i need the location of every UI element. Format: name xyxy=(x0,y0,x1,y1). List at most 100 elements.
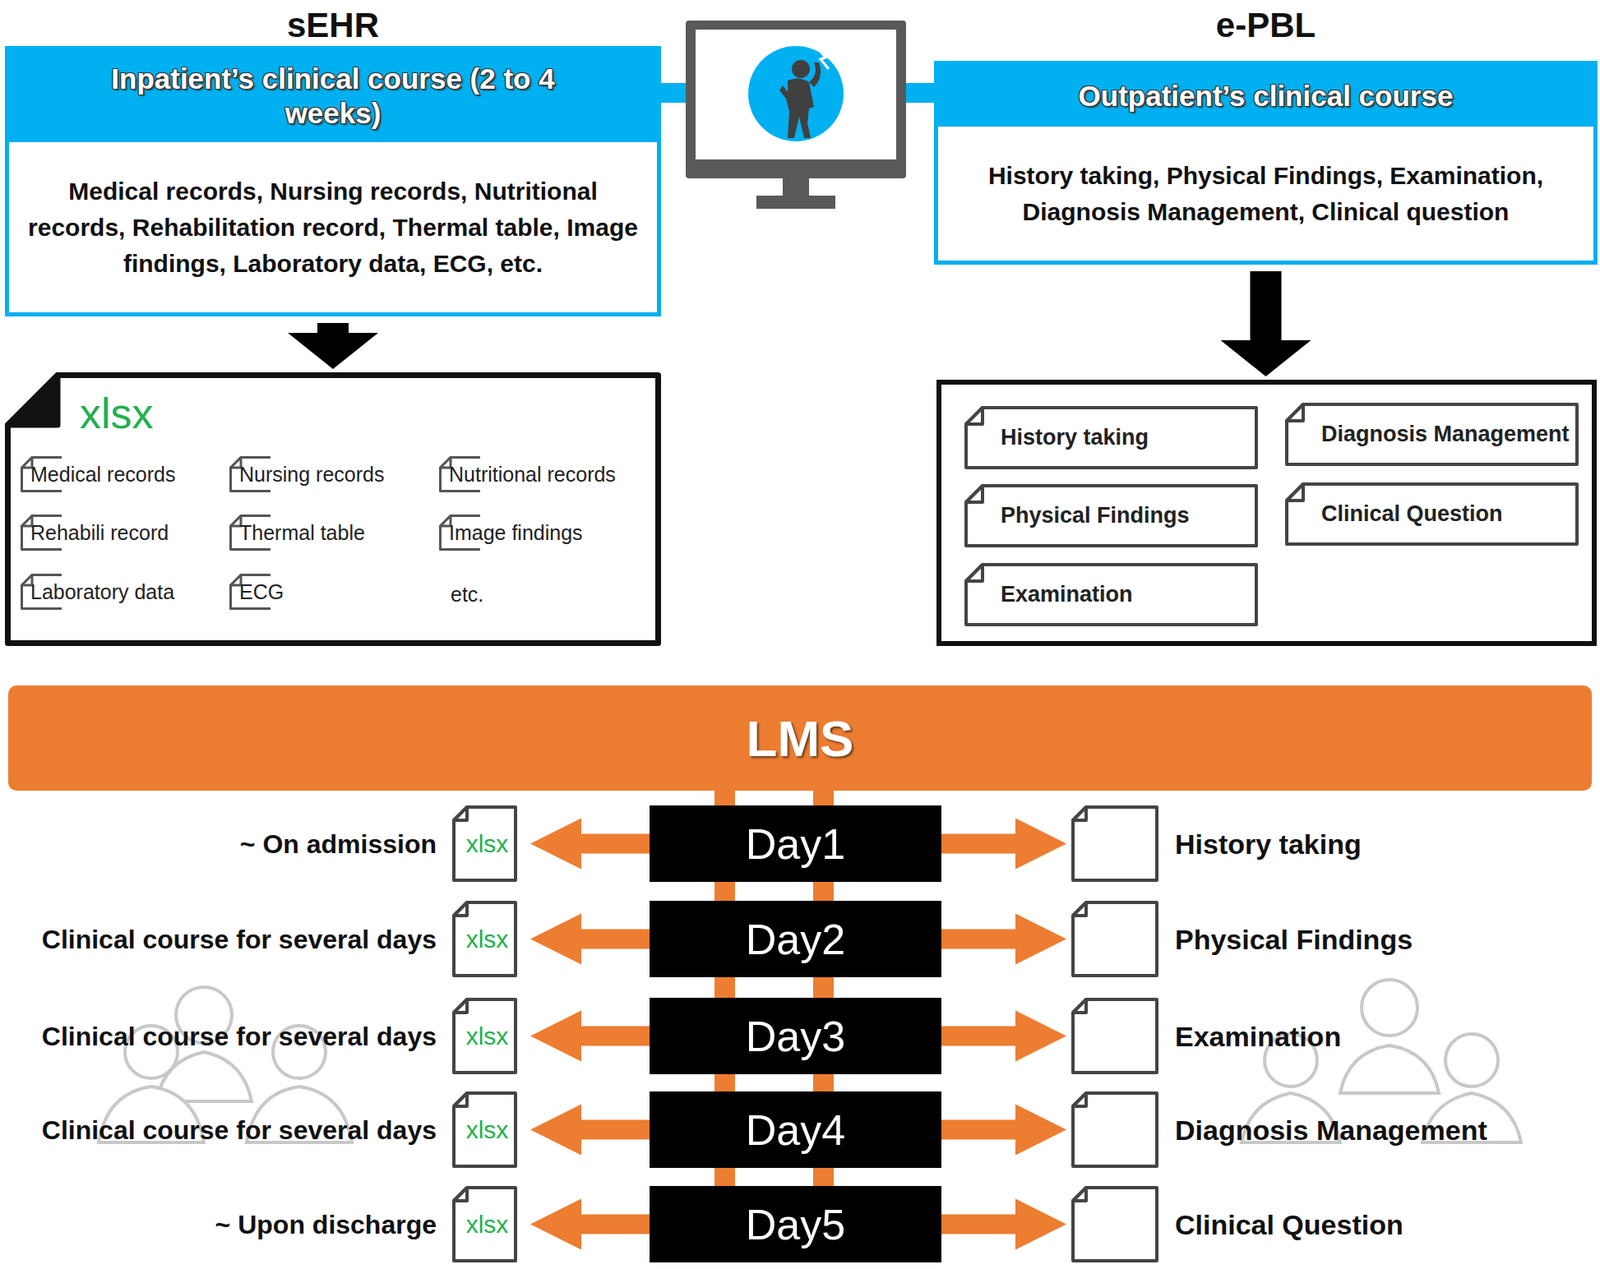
xlsx-icon: xlsxClinical course for several days xyxy=(452,901,518,978)
day-label: Day1 xyxy=(745,819,846,870)
file-type-label: xlsx xyxy=(461,1115,509,1146)
document-label: History taking xyxy=(1000,406,1252,470)
course-label: Clinical course for several days xyxy=(41,1114,437,1147)
arrow xyxy=(287,323,379,370)
record-item: Laboratory data xyxy=(20,573,181,611)
file-type-label: xlsx xyxy=(461,924,509,955)
record-label: Nursing records xyxy=(229,456,390,493)
header-band: Outpatient’s clinical course xyxy=(938,64,1594,127)
document-label: Clinical Question xyxy=(1321,482,1573,546)
lms-link xyxy=(714,1072,834,1094)
lms-link xyxy=(714,789,834,808)
xlsx-icon: xlsx~ Upon discharge xyxy=(452,1186,518,1263)
course-label: Clinical course for several days xyxy=(41,923,437,957)
day-label: Day3 xyxy=(745,1012,846,1062)
arrow xyxy=(530,1011,650,1063)
day-label: Day5 xyxy=(745,1200,846,1250)
record-label: Image findings xyxy=(439,514,588,551)
panel-heading: sEHR xyxy=(9,5,657,46)
step-label: Examination xyxy=(1174,1019,1342,1055)
lms-label: LMS xyxy=(746,709,855,768)
step-label: Physical Findings xyxy=(1174,922,1413,958)
xlsx-icon: xlsx~ On admission xyxy=(452,805,518,883)
document-icon: Diagnosis Management xyxy=(1071,1091,1159,1169)
document-box: Diagnosis Management xyxy=(1285,402,1579,467)
body-text: Medical records, Nursing records, Nutrit… xyxy=(22,173,644,283)
info-panel: e-PBLOutpatient’s clinical courseHistory… xyxy=(934,60,1598,265)
day-box: Day2 xyxy=(649,901,942,978)
record-label: Nutritional records xyxy=(439,456,621,493)
course-label: ~ Upon discharge xyxy=(215,1208,437,1242)
day-box: Day4 xyxy=(649,1091,942,1169)
document-outline xyxy=(1071,805,1159,883)
document-outline xyxy=(1071,998,1159,1075)
arrow xyxy=(941,1199,1067,1251)
content-panel: History taking Diagnosis ManagementPhysic… xyxy=(936,379,1597,647)
monitor-icon xyxy=(685,20,907,209)
record-item: Image findings xyxy=(439,514,588,551)
arrow xyxy=(1220,271,1312,377)
document-icon: Examination xyxy=(1071,998,1159,1075)
arrow xyxy=(941,818,1067,870)
document-icon: Clinical Question xyxy=(1071,1186,1159,1263)
day-label: Day4 xyxy=(745,1105,846,1156)
document-label: Diagnosis Management xyxy=(1321,402,1573,467)
spreadsheet-file: xlsx etc. Medical records Nursing records Nu… xyxy=(4,372,662,647)
header-band: Inpatient’s clinical course (2 to 4 week… xyxy=(9,50,657,143)
record-label: Rehabili record xyxy=(20,514,175,551)
record-item: Rehabili record xyxy=(20,514,175,551)
header-text: Inpatient’s clinical course (2 to 4 week… xyxy=(102,61,564,131)
record-label: Thermal table xyxy=(229,514,370,551)
document-box: Examination xyxy=(964,563,1258,627)
record-item: Thermal table xyxy=(229,514,370,551)
record-label: ECG xyxy=(229,573,290,611)
day-label: Day2 xyxy=(745,915,846,965)
header-text: Outpatient’s clinical course xyxy=(1078,78,1454,114)
document-label: Physical Findings xyxy=(1000,484,1252,548)
arrow xyxy=(941,1105,1067,1157)
etc-label: etc. xyxy=(450,576,484,613)
document-box: History taking xyxy=(964,406,1258,470)
arrow xyxy=(530,1105,650,1157)
day-box: Day5 xyxy=(649,1186,942,1263)
lms-link xyxy=(714,880,834,903)
info-panel: sEHRInpatient’s clinical course (2 to 4 … xyxy=(4,46,662,317)
panel-heading: e-PBL xyxy=(938,5,1594,46)
record-label: Laboratory data xyxy=(20,573,181,611)
course-label: Clinical course for several days xyxy=(41,1020,437,1054)
file-type-label: xlsx xyxy=(461,1210,509,1240)
day-box: Day3 xyxy=(649,998,942,1075)
lms-bar: LMS xyxy=(8,685,1592,791)
arrow xyxy=(530,818,650,870)
lms-link xyxy=(714,975,834,1000)
xlsx-icon: xlsxClinical course for several days xyxy=(452,998,518,1075)
document-outline xyxy=(1071,901,1159,978)
arrow xyxy=(941,914,1067,966)
panel-body: Medical records, Nursing records, Nutrit… xyxy=(9,142,657,313)
arrow xyxy=(530,1199,650,1251)
record-item: Medical records xyxy=(20,456,181,493)
day-box: Day1 xyxy=(649,805,942,883)
document-box: Clinical Question xyxy=(1285,482,1579,546)
xlsx-icon: xlsxClinical course for several days xyxy=(452,1091,518,1169)
lms-link xyxy=(714,1166,834,1189)
body-text: History taking, Physical Findings, Exami… xyxy=(951,157,1581,231)
file-type-label: xlsx xyxy=(461,829,509,860)
panel-body: History taking, Physical Findings, Exami… xyxy=(938,126,1594,261)
arrow xyxy=(530,914,650,966)
step-label: History taking xyxy=(1174,827,1362,862)
record-item: Nutritional records xyxy=(439,456,621,493)
arrow xyxy=(941,1011,1067,1063)
document-icon: Physical Findings xyxy=(1071,901,1159,978)
file-type-label: xlsx xyxy=(461,1021,509,1052)
document-outline xyxy=(1071,1186,1159,1263)
file-type-label: xlsx xyxy=(79,388,154,439)
record-item: Nursing records xyxy=(229,456,390,493)
document-icon: History taking xyxy=(1071,805,1159,883)
step-label: Clinical Question xyxy=(1174,1207,1404,1243)
document-outline xyxy=(1071,1091,1159,1169)
course-label: ~ On admission xyxy=(240,827,437,861)
step-label: Diagnosis Management xyxy=(1174,1113,1488,1148)
document-label: Examination xyxy=(1000,563,1252,627)
